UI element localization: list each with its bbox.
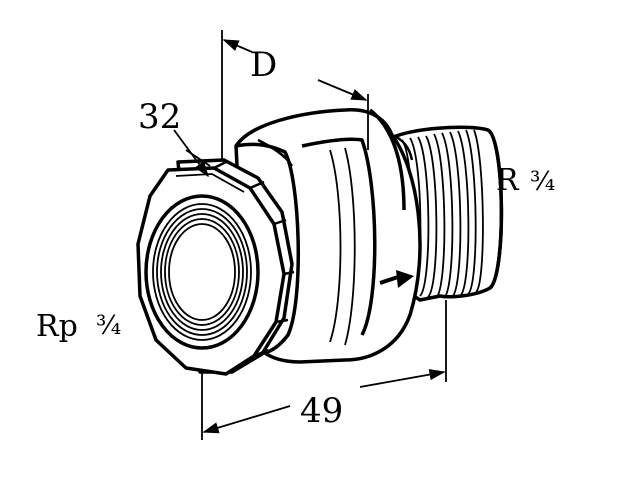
thread-left-prefix: Rp xyxy=(36,309,78,344)
thread-right-size: ¾ xyxy=(530,167,555,197)
female-thread-bore xyxy=(144,194,260,350)
dimension-49: 49 xyxy=(201,300,447,440)
thread-right-prefix: R xyxy=(496,163,520,198)
dimension-d: D xyxy=(221,30,369,160)
thread-label-right: R ¾ xyxy=(496,163,555,198)
thread-label-left: Rp ¾ xyxy=(36,309,121,344)
flow-arrow-icon xyxy=(379,270,414,288)
dimension-32: 32 xyxy=(138,97,211,178)
dimension-d-label: D xyxy=(250,45,277,85)
dimension-32-label: 32 xyxy=(138,97,181,137)
dimension-49-label: 49 xyxy=(300,391,343,431)
thread-left-size: ¾ xyxy=(96,311,121,341)
